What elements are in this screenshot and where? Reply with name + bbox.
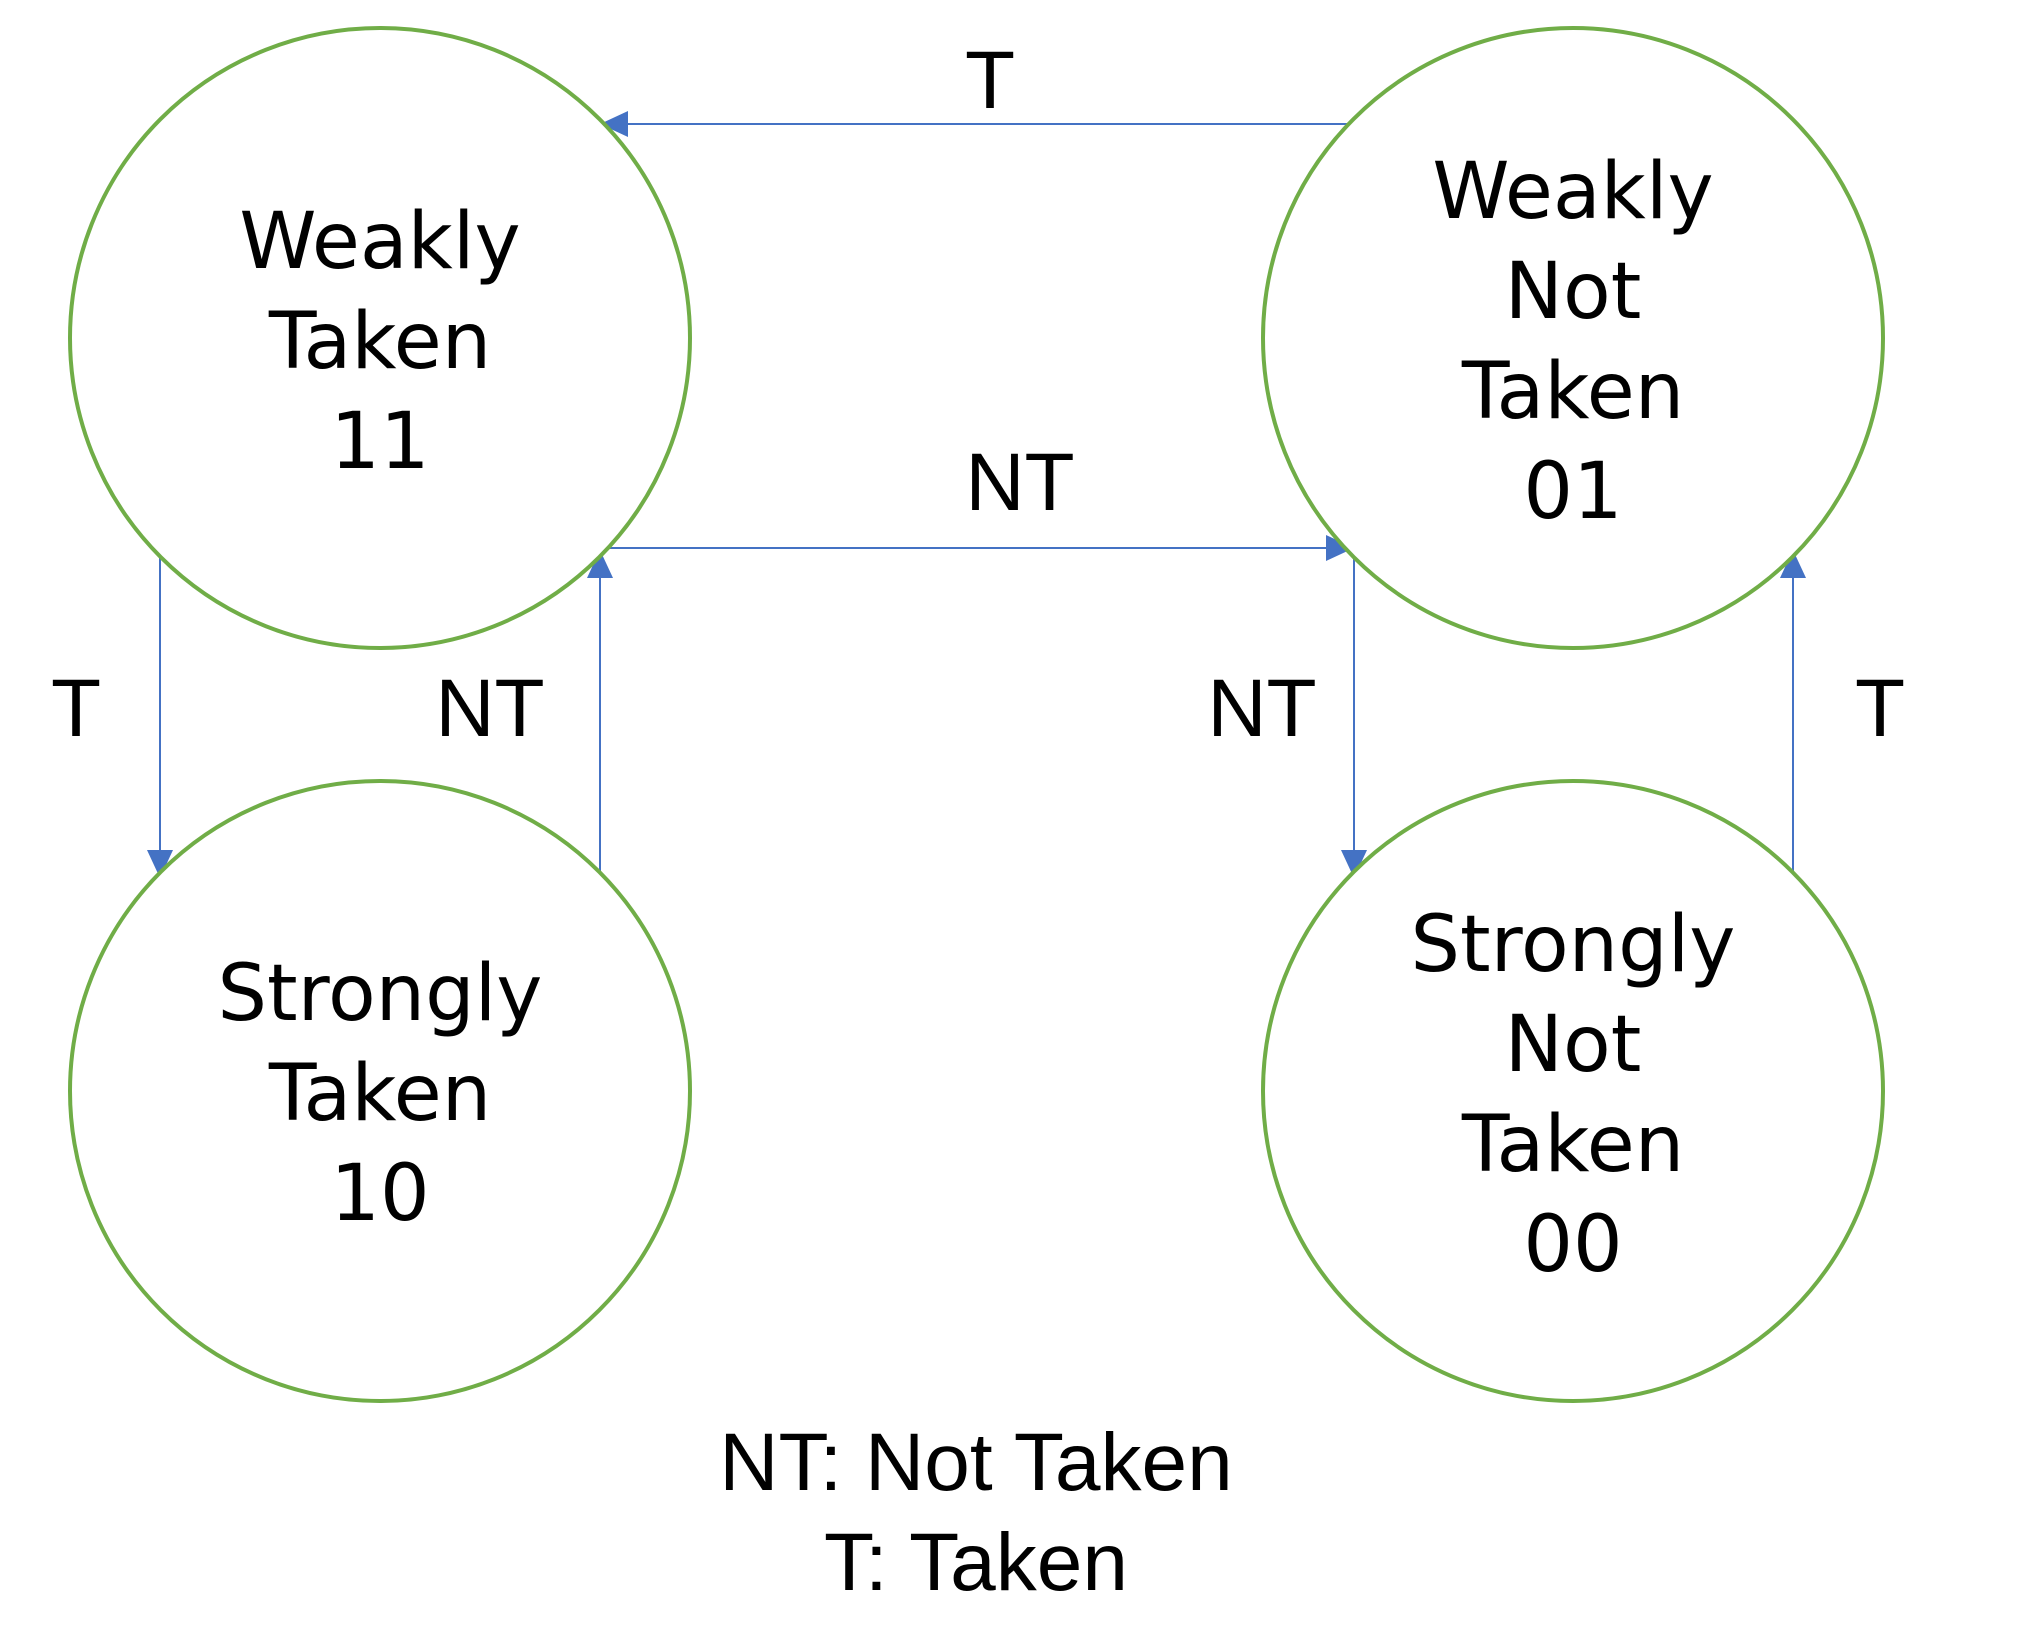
transition-label: T xyxy=(1855,663,1905,754)
state-weakly-not-taken: Weakly Not Taken 01 xyxy=(1261,26,1885,650)
arrowhead xyxy=(1780,550,1806,578)
transition-label: T xyxy=(965,35,1015,126)
transition-label: NT xyxy=(1207,663,1316,754)
state-label-line: Taken xyxy=(1461,1100,1684,1190)
state-label-line: Taken xyxy=(268,297,491,387)
transition-label: NT xyxy=(435,663,544,754)
state-label-line: Weakly xyxy=(239,197,520,287)
transition-wt-to-wnt: NT xyxy=(600,437,1354,561)
state-label-line: 10 xyxy=(330,1149,429,1239)
state-label-line: Strongly xyxy=(1411,900,1736,990)
arrowhead xyxy=(147,850,173,878)
state-circle xyxy=(1261,26,1885,650)
state-strongly-not-taken: Strongly Not Taken 00 xyxy=(1261,779,1885,1403)
transition-label: NT xyxy=(965,437,1074,528)
arrowhead xyxy=(600,111,628,137)
state-label-line: 11 xyxy=(330,397,429,487)
state-label-line: Not xyxy=(1505,247,1642,337)
transition-wnt-to-snt: NT xyxy=(1207,548,1367,878)
arrowhead xyxy=(587,550,613,578)
state-weakly-taken: Weakly Taken 11 xyxy=(68,26,692,650)
state-label-line: Taken xyxy=(1461,347,1684,437)
state-circle xyxy=(68,779,692,1403)
arrowhead xyxy=(1341,850,1367,878)
state-label-line: 00 xyxy=(1523,1200,1622,1290)
state-label-line: Taken xyxy=(268,1049,491,1139)
transition-st-to-wt: NT xyxy=(435,550,613,878)
state-strongly-taken: Strongly Taken 10 xyxy=(68,779,692,1403)
state-label-line: Strongly xyxy=(218,949,543,1039)
state-label-line: 01 xyxy=(1523,447,1622,537)
transitions: T NT T NT NT T xyxy=(51,35,1905,878)
state-label-line: Not xyxy=(1505,1000,1642,1090)
legend-line-t: T: Taken xyxy=(824,1517,1128,1608)
state-circle xyxy=(68,26,692,650)
transition-label: T xyxy=(51,663,101,754)
state-circle xyxy=(1261,779,1885,1403)
state-label-line: Weakly xyxy=(1432,147,1713,237)
arrowhead xyxy=(1326,535,1354,561)
transition-wnt-to-wt: T xyxy=(600,35,1352,137)
transition-wt-to-st: T xyxy=(51,548,173,878)
states: Weakly Taken 11 Weakly Not Taken 01 Stro… xyxy=(68,26,1885,1403)
transition-snt-to-wnt: T xyxy=(1780,550,1905,878)
legend: NT: Not Taken T: Taken xyxy=(719,1417,1233,1608)
legend-line-nt: NT: Not Taken xyxy=(719,1417,1233,1508)
